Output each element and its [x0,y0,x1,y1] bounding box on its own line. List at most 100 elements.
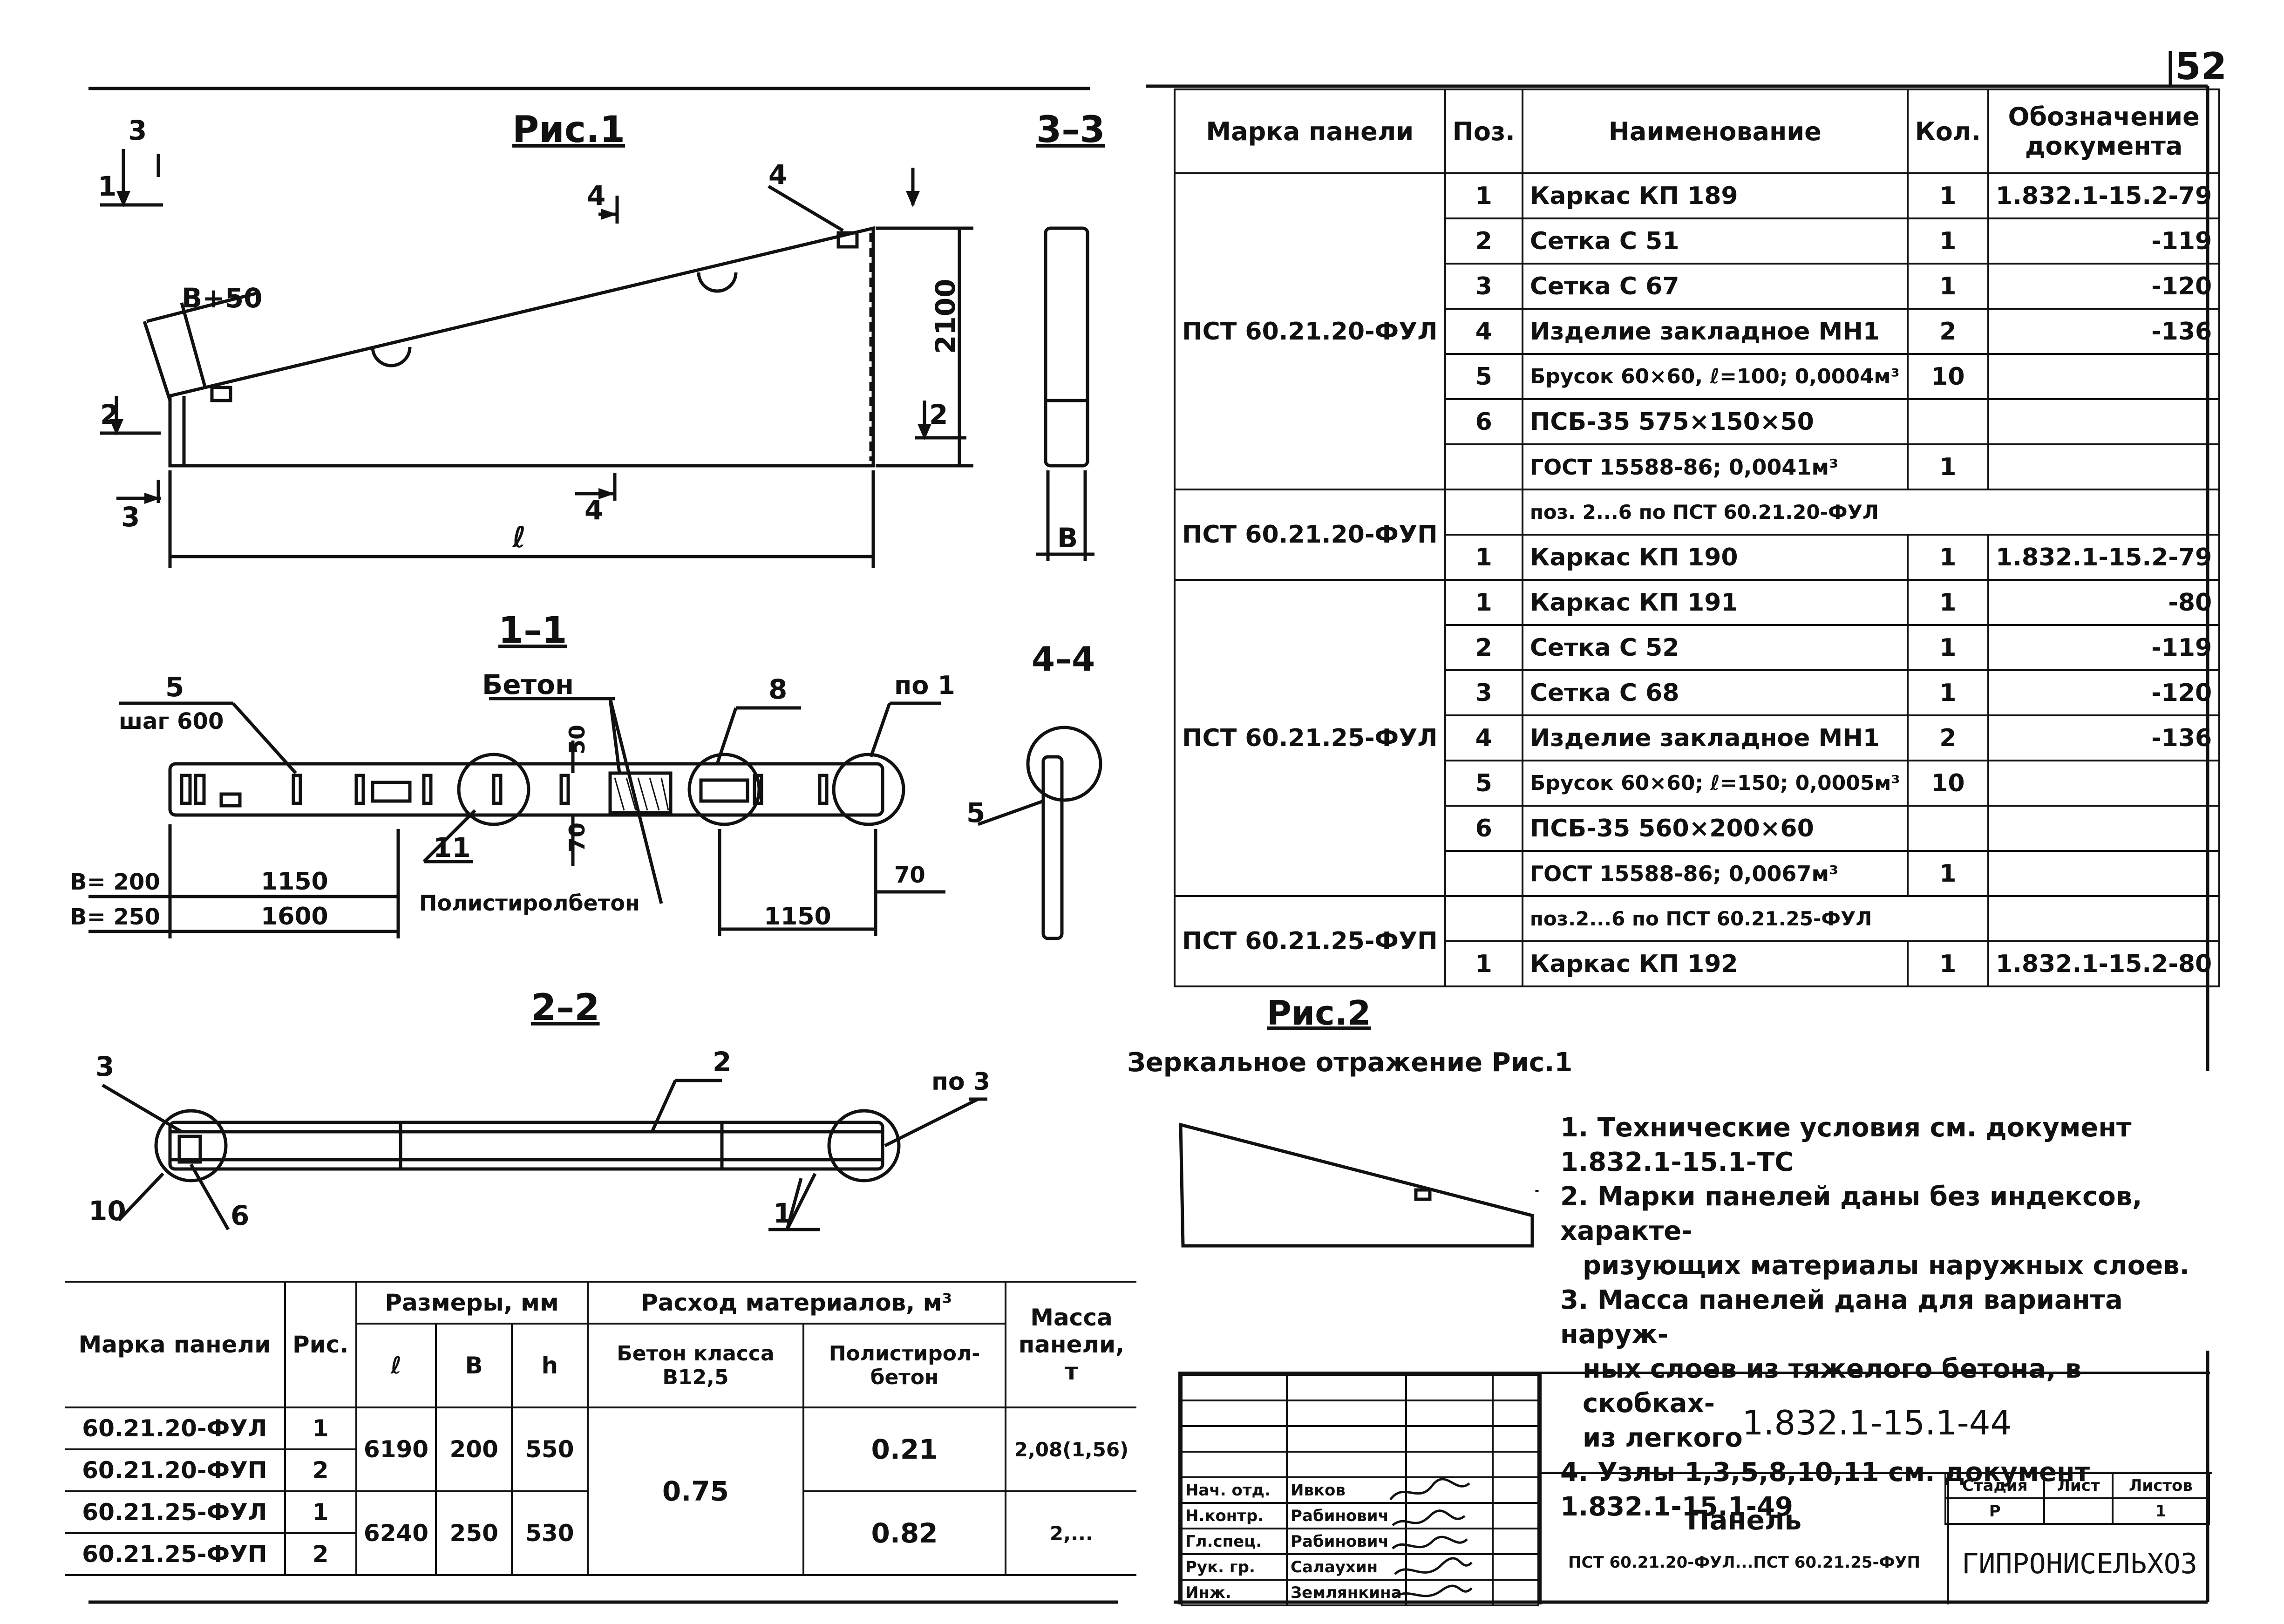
mass-fig: 2 [284,1532,357,1576]
mass-b: 200 [435,1407,513,1492]
spec-mark-3: ПСТ 60.21.25-ФУЛ [1174,579,1446,897]
pos-10-label: 10 [88,1195,126,1227]
spec-header-mark: Марка панели [1174,88,1446,174]
spec-pos: 6 [1444,398,1523,445]
table-row: 60.21.20-ФУП 2 [65,1448,1136,1492]
spec-pos: 5 [1444,760,1523,807]
mass-header-dims: Размеры, мм [355,1281,589,1325]
signature-role: Гл.спец. [1181,1528,1288,1555]
note-line: из легкого [1583,1423,1743,1453]
spec-name: поз. 2...6 по ПСТ 60.21.20-ФУЛ [1521,489,2221,536]
spec-qty: 2 [1906,308,1989,355]
stage-header: Стадия [1944,1472,2046,1499]
table-row: 4 Изделие закладное МН1 2 -136 [1175,714,2221,761]
table-row: 5 Брусок 60×60, ℓ=100; 0,0004м³ 10 [1175,353,2221,400]
spec-doc: -119 [1987,217,2221,265]
spec-name: Каркас КП 191 [1521,579,1909,626]
mass-mark: 60.21.25-ФУП [65,1532,286,1576]
section-4-4-label: 4–4 [1032,639,1095,679]
pos-11-label: 11 [433,832,471,863]
section-2-2-label: 2–2 [531,987,600,1029]
spec-pos: 2 [1444,217,1523,265]
title-block-signatures: Нач. отд.Ивков Н.контр.Рабинович Гл.спец… [1181,1374,1539,1606]
table-row: ГОСТ 15588-86; 0,0067м³ 1 [1175,850,2221,897]
spec-doc: -80 [1987,579,2221,626]
pos-1-label: 1 [773,1197,792,1229]
pos-2-label: 2 [713,1046,731,1078]
mass-header-l: ℓ [355,1323,437,1408]
po3-label: по 3 [931,1068,990,1096]
mass-header-mark: Марка панели [65,1281,286,1408]
d1600-label: 1600 [261,903,328,931]
dim-70: 70 [564,822,590,852]
fig1-title: Рис.1 [512,109,625,151]
table-row: 4 Изделие закладное МН1 2 -136 [1175,308,2221,355]
d1150a-label: 1150 [261,868,328,896]
pos-5-label: 5 [165,671,184,703]
pos-4-label: 4 [768,159,787,190]
cut-4-bottom: 4 [585,494,603,526]
table-row: 3 Сетка С 68 1 -120 [1175,669,2221,716]
spec-doc: -120 [1987,263,2221,310]
note-line: 1. Технические условия см. документ 1.83… [1560,1113,2132,1177]
spec-pos: 6 [1444,805,1523,852]
dim-70b: 70 [894,862,925,888]
spec-qty: 10 [1906,353,1989,400]
spec-doc [1987,353,2221,400]
fig2-caption: Зеркальное отражение Рис.1 [1127,1047,1572,1078]
table-row: 3 Сетка С 67 1 -120 [1175,263,2221,310]
note-line: 2. Марки панелей даны без индексов, хара… [1560,1182,2142,1246]
cut-3-top: 3 [128,115,147,146]
table-row: ГОСТ 15588-86; 0,0041м³ 1 [1175,443,2221,490]
spec-doc: -136 [1987,308,2221,355]
spec-mark-4: ПСТ 60.21.25-ФУП [1174,895,1446,987]
notes: 1. Технические условия см. документ 1.83… [1560,1111,2203,1524]
spec-qty [1906,805,1989,852]
spec-doc [1987,895,2221,942]
mass-h: 530 [511,1490,589,1576]
mass-l: 6190 [355,1407,437,1492]
spec-pos: 3 [1444,669,1523,716]
mass-b: 250 [435,1490,513,1576]
title-block: Нач. отд.Ивков Н.контр.Рабинович Гл.спец… [1178,1372,2212,1606]
cut-3-bottom: 3 [121,501,140,533]
spec-name: ПСБ-35 560×200×60 [1521,805,1909,852]
spec-qty: 1 [1906,940,1989,987]
spec-pos: 3 [1444,263,1523,310]
dim-2100: 2100 [930,279,961,354]
cut-2-left: 2 [100,399,119,430]
spec-header-pos: Поз. [1444,88,1523,174]
mass-mark: 60.21.20-ФУП [65,1448,286,1492]
beton-label: Бетон [482,669,574,700]
spec-pos: 2 [1444,624,1523,671]
spec-name: ГОСТ 15588-86; 0,0067м³ [1521,850,1909,897]
mass-table: Марка панели Рис. Размеры, мм Расход мат… [65,1281,1136,1576]
spec-qty: 1 [1906,217,1989,265]
mass-h: 550 [511,1407,589,1492]
mass-concrete: 0.75 [586,1407,805,1576]
spec-header-qty: Кол. [1906,88,1989,174]
signature-name: Салаухин [1286,1553,1407,1581]
mass-header-mass: Масса панели, т [1004,1281,1136,1408]
b200-label: B= 200 [70,869,160,895]
spec-header-doc: Обозначение документа [1987,88,2221,174]
spec-pos [1444,895,1523,942]
table-row: 2 Сетка С 51 1 -119 [1175,217,2221,265]
spec-doc: -136 [1987,714,2221,761]
signature-name: Рабинович [1286,1528,1407,1555]
signature-role: Н.контр. [1181,1502,1288,1529]
table-row: ПСТ 60.21.20-ФУЛ 1 Каркас КП 189 1 1.832… [1174,172,2221,490]
spec-mark-2: ПСТ 60.21.20-ФУП [1174,489,1446,581]
pos-6-label: 6 [231,1200,249,1231]
cut-2-right: 2 [929,399,948,430]
spec-name: Каркас КП 190 [1521,534,1909,581]
spec-doc [1987,805,2221,852]
spec-pos: 5 [1444,353,1523,400]
mass-header-fig: Рис. [284,1281,357,1408]
spec-doc: 1.832.1-15.2-79 [1987,534,2221,581]
spec-pos: 4 [1444,308,1523,355]
spec-name: Брусок 60×60, ℓ=100; 0,0004м³ [1521,353,1909,400]
spec-name: Изделие закладное МН1 [1521,714,1909,761]
d1150b-label: 1150 [764,903,831,931]
